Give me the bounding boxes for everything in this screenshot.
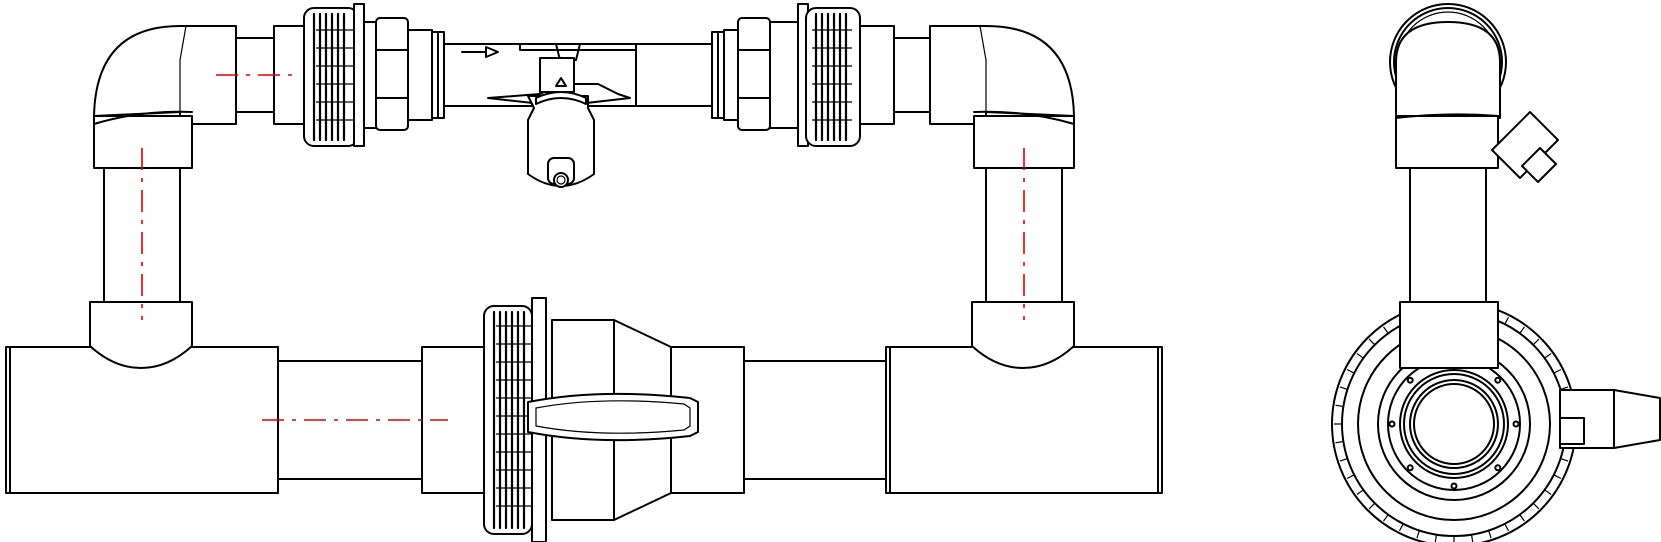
side-view xyxy=(1331,3,1661,542)
bottom-pipe-run xyxy=(5,301,1163,494)
right-tee-body xyxy=(885,346,1163,494)
side-bolt-dot xyxy=(1388,420,1396,428)
side-sensor-stub xyxy=(1491,111,1559,179)
right-tee-branch-socket xyxy=(971,301,1075,369)
side-bolt-dot xyxy=(1406,376,1414,384)
side-riser-pipe xyxy=(1409,167,1487,303)
side-tee-socket xyxy=(1399,301,1499,369)
top-left-union-ribs xyxy=(312,12,356,142)
top-right-short-pipe xyxy=(893,37,931,113)
side-nut-tooth xyxy=(1553,368,1562,374)
side-valve-round xyxy=(1331,301,1661,542)
side-elbow-round xyxy=(1389,3,1559,183)
top-right-pipe xyxy=(635,43,713,107)
bottom-ball-valve xyxy=(483,297,699,542)
side-nut-tooth xyxy=(1470,534,1474,542)
side-nut-tooth xyxy=(1335,404,1344,408)
front-view xyxy=(5,3,1163,542)
union-nut-slots xyxy=(496,325,532,507)
left-tee-body xyxy=(5,346,279,494)
side-nut-tooth xyxy=(1553,474,1562,480)
side-nut-tooth xyxy=(1560,386,1569,390)
flow-direction-arrow-icon xyxy=(461,46,499,58)
top-right-hex-nut xyxy=(737,17,771,131)
side-nut-tooth xyxy=(1346,474,1355,480)
side-bolt-dot xyxy=(1450,482,1458,490)
side-nut-tooth xyxy=(1519,326,1525,334)
side-nut-tooth xyxy=(1544,489,1552,495)
right-bottom-pipe xyxy=(743,360,887,480)
center-lines xyxy=(141,74,1025,421)
side-nut-tooth xyxy=(1560,458,1569,462)
side-bolt-dot xyxy=(1494,376,1502,384)
side-nut-tooth xyxy=(1434,534,1438,542)
side-nut-tooth xyxy=(1368,338,1376,346)
side-nut-tooth xyxy=(1532,502,1540,510)
side-nut-tooth xyxy=(1504,316,1510,325)
side-bolt-dot xyxy=(1406,464,1414,472)
side-nut-tooth xyxy=(1398,523,1404,532)
top-left-hex-nut xyxy=(375,17,409,131)
top-pipe-run xyxy=(235,3,931,188)
union-nut-ribs xyxy=(492,310,526,530)
top-right-union-end xyxy=(859,25,895,125)
side-nut-tooth xyxy=(1339,386,1348,390)
side-nut-tooth xyxy=(1519,514,1525,522)
side-nut-tooth xyxy=(1356,353,1364,359)
side-nut-tooth xyxy=(1356,489,1364,495)
side-bolt-dot xyxy=(1512,420,1520,428)
side-nut-tooth xyxy=(1416,530,1420,539)
top-right-union-ribs xyxy=(812,12,852,142)
side-nut-tooth xyxy=(1544,353,1552,359)
side-nut-tooth xyxy=(1383,514,1389,522)
side-nut-tooth xyxy=(1488,530,1492,539)
side-nut-tooth xyxy=(1346,368,1355,374)
left-tee-branch-socket xyxy=(89,301,193,369)
side-nut-tooth xyxy=(1532,338,1540,346)
side-nut-tooth xyxy=(1339,458,1348,462)
top-right-elbow xyxy=(929,25,1075,169)
side-nut-tooth xyxy=(1335,440,1344,444)
top-left-elbow xyxy=(93,25,237,169)
side-bolt-dot xyxy=(1494,464,1502,472)
side-nut-tooth xyxy=(1368,502,1376,510)
side-nut-tooth xyxy=(1504,523,1510,532)
valve-handle xyxy=(527,392,699,442)
side-nut-tooth xyxy=(1383,326,1389,334)
